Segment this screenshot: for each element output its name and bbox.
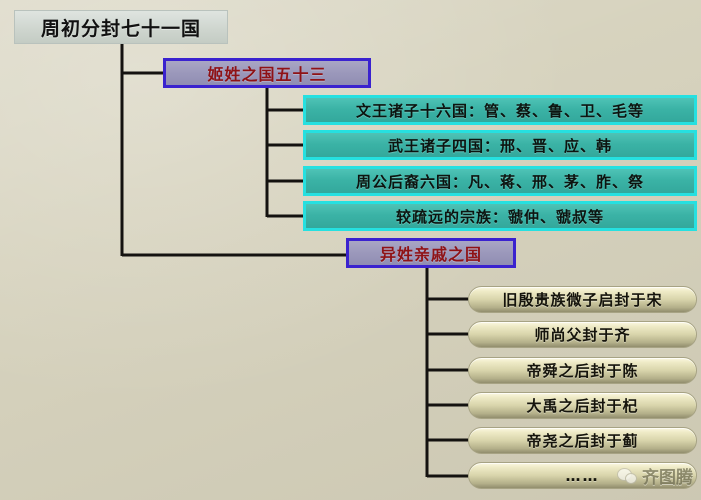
root-node: 周初分封七十一国 bbox=[14, 10, 228, 44]
leaf-node-diyao-ji: 帝尧之后封于蓟 bbox=[468, 427, 697, 454]
leaf-node-zhougong-descendants: 周公后裔六国：凡、蒋、邢、茅、胙、祭 bbox=[303, 166, 697, 196]
ellipsis-label: …… bbox=[565, 466, 600, 485]
leaf-node-distant-clan: 较疏远的宗族：虢仲、虢叔等 bbox=[303, 201, 697, 231]
branch-node-ji-surname-states: 姬姓之国五十三 bbox=[163, 58, 371, 88]
leaf-node-wuwang-sons: 武王诸子四国：邢、晋、应、韩 bbox=[303, 130, 697, 160]
leaf-node-shishangfu-qi: 师尚父封于齐 bbox=[468, 321, 697, 348]
leaf-node-dishun-chen: 帝舜之后封于陈 bbox=[468, 357, 697, 384]
leaf-node-wenwang-sons: 文王诸子十六国：管、蔡、鲁、卫、毛等 bbox=[303, 95, 697, 125]
leaf-node-dayu-qi: 大禹之后封于杞 bbox=[468, 392, 697, 419]
branch-node-different-surname-relative-states: 异姓亲戚之国 bbox=[346, 238, 516, 268]
leaf-node-more-ellipsis: …… bbox=[468, 462, 697, 489]
leaf-node-weiziqi-song: 旧殷贵族微子启封于宋 bbox=[468, 286, 697, 313]
